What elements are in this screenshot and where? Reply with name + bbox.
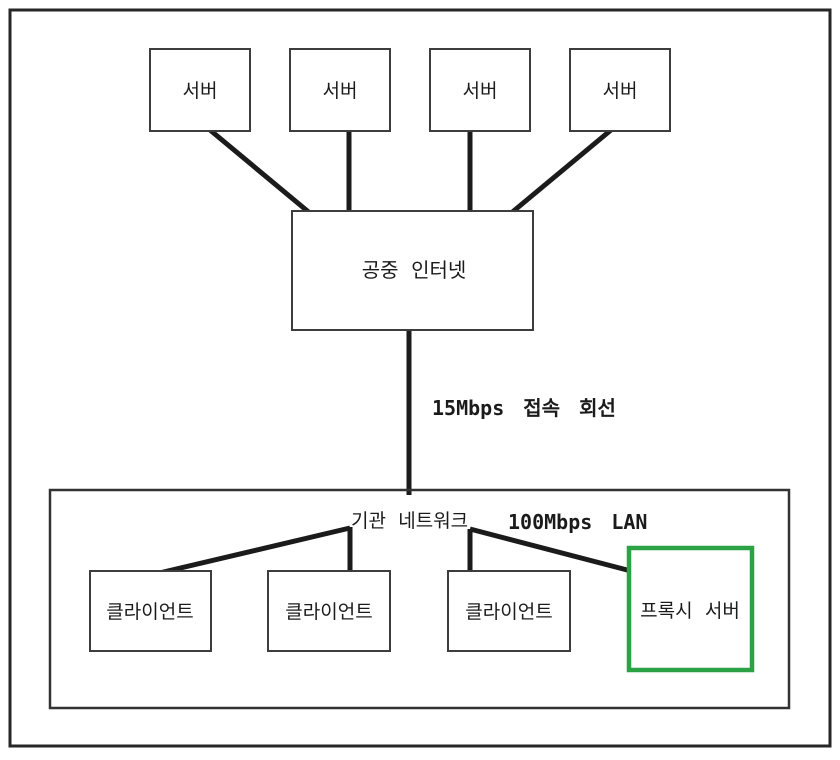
server-box-3 — [429, 48, 531, 132]
client-label-3: 클라이언트 — [465, 601, 552, 623]
client-box-2 — [267, 570, 391, 652]
diagram-outer-frame — [8, 8, 832, 748]
link-server4-internet — [508, 128, 613, 216]
org-network-label: 기관 네트워크 — [351, 510, 468, 532]
internet-label: 공중 인터넷 — [362, 259, 467, 282]
server-box-4 — [569, 48, 671, 132]
proxy-server-box — [626, 545, 755, 673]
proxy-server-label: 프록시 서버 — [640, 600, 740, 622]
client-box-3 — [447, 570, 571, 652]
lan-label: 100Mbps LAN — [508, 510, 647, 534]
client-label-1: 클라이언트 — [106, 601, 193, 623]
server-label-4: 서버 — [603, 80, 638, 102]
server-label-3: 서버 — [463, 80, 498, 102]
access-line-label: 15Mbps 접속 회선 — [432, 396, 616, 420]
link-server1-internet — [208, 128, 313, 216]
link-orgnet-proxy — [469, 526, 632, 574]
server-box-2 — [289, 48, 391, 132]
server-box-1 — [149, 48, 251, 132]
internet-box — [291, 210, 534, 331]
org-network-box — [48, 488, 791, 710]
link-orgnet-client1 — [154, 525, 351, 577]
server-label-2: 서버 — [323, 80, 358, 102]
client-box-1 — [89, 570, 212, 652]
client-label-2: 클라이언트 — [285, 601, 372, 623]
server-label-1: 서버 — [183, 80, 218, 102]
